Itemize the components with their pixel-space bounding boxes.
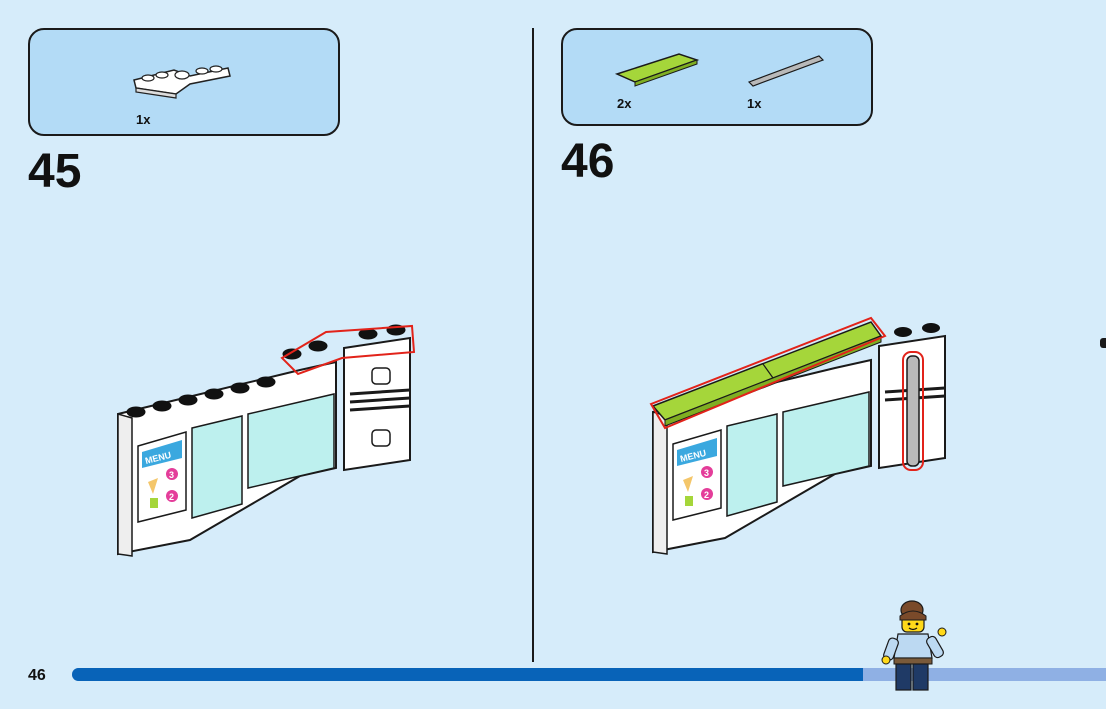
menu-price-2: 2 <box>704 490 709 500</box>
part-quantity: 1x <box>747 96 762 111</box>
lime-tile-icon <box>614 53 700 87</box>
menu-price-2: 2 <box>169 492 174 502</box>
step-46-parts-box: 2x 1x <box>561 28 873 126</box>
glass-pane-left <box>191 415 243 519</box>
menu-price-1: 3 <box>169 470 174 480</box>
new-piece-highlight <box>280 324 416 376</box>
menu-price-1: 3 <box>704 468 709 478</box>
progress-bar-fill <box>72 668 863 681</box>
step-46-assembly: MENU 3 2 <box>649 316 946 555</box>
minifigure-icon <box>881 600 947 691</box>
new-piece-highlight <box>649 316 887 430</box>
step-divider <box>532 28 534 662</box>
part-quantity: 1x <box>136 112 151 127</box>
part-quantity: 2x <box>617 96 632 111</box>
grey-bar <box>906 355 920 467</box>
step-45-parts-box: 1x <box>28 28 340 136</box>
glass-pane-right <box>247 393 335 489</box>
page-number: 46 <box>28 667 46 684</box>
step-number-46: 46 <box>561 135 615 188</box>
menu-sign: MENU 3 2 <box>672 429 722 521</box>
menu-sign: MENU 3 2 <box>137 431 187 523</box>
glass-pane-right <box>782 391 870 487</box>
progress-bar <box>72 668 1106 681</box>
grey-bar-icon <box>747 55 825 87</box>
step-number-45: 45 <box>28 145 82 198</box>
new-piece-highlight <box>902 351 924 471</box>
hinge-plate-icon <box>133 65 231 99</box>
page-edge-marker <box>1100 338 1106 348</box>
step-45-assembly: MENU 3 2 <box>117 324 416 557</box>
glass-pane-left <box>726 413 778 517</box>
